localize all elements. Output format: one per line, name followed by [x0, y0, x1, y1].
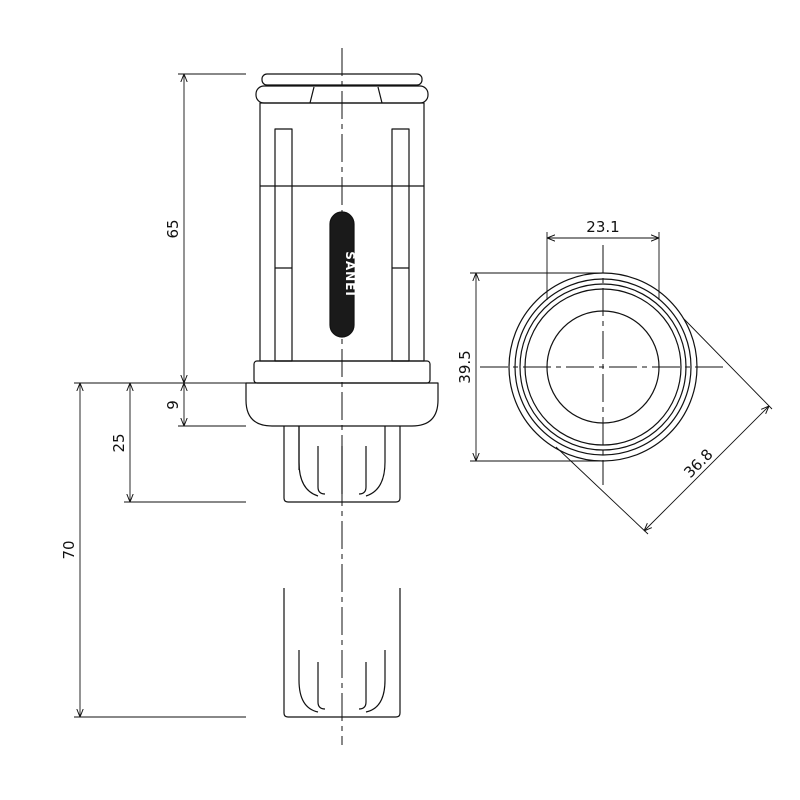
- logo-badge: [329, 211, 355, 338]
- dim-label-65: 65: [164, 219, 182, 238]
- dim-label-23-1: 23.1: [586, 218, 619, 236]
- logo-text: SANEI: [343, 251, 357, 297]
- fitting-lower: [283, 588, 401, 718]
- left-clip: [274, 128, 293, 362]
- fitting-upper: [283, 426, 401, 503]
- dim-label-70: 70: [60, 540, 78, 559]
- top-view: [470, 232, 773, 535]
- top-cap: [261, 73, 423, 86]
- dim-line-36-8: [644, 406, 769, 531]
- dim-label-9: 9: [164, 400, 182, 410]
- dim-label-39-5: 39.5: [456, 350, 474, 383]
- dim-label-25: 25: [110, 433, 128, 452]
- side-view: [74, 48, 439, 745]
- right-clip: [391, 128, 410, 362]
- flange: [245, 382, 439, 427]
- dim-label-36-8: 36.8: [680, 445, 716, 481]
